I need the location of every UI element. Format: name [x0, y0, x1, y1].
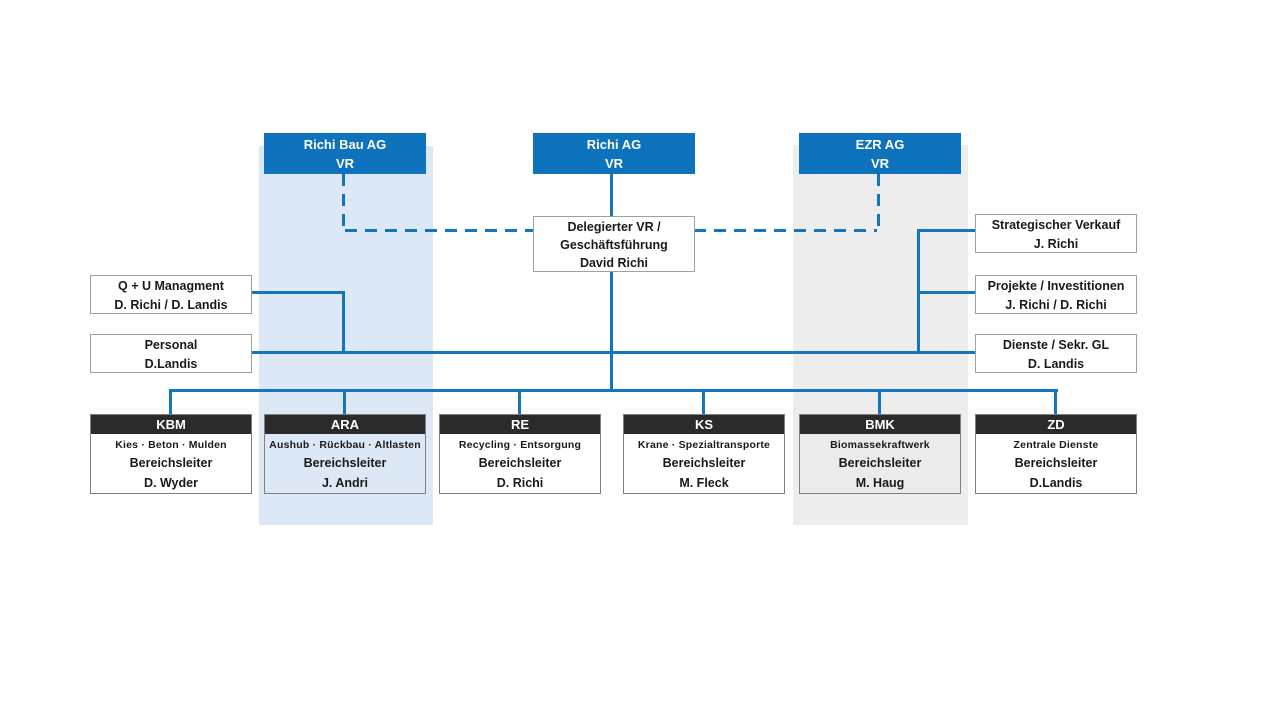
staff-box-title: Strategischer Verkauf [991, 218, 1121, 232]
staff-box-title: Projekte / Investitionen [987, 279, 1125, 293]
vr-box-title: Richi AG [586, 137, 642, 152]
staff-box-subtitle: J. Richi / D. Richi [1005, 297, 1107, 312]
dept-code: KBM [91, 415, 251, 434]
staff-box-projekte-investitionen: Projekte / Investitionen J. Richi / D. R… [975, 275, 1137, 314]
connector-qu-vertical [342, 291, 345, 353]
connector-stub-zd [1054, 391, 1057, 415]
dept-desc: Kies · Beton · Mulden [115, 439, 227, 451]
dept-name: M. Haug [855, 476, 905, 490]
staff-box-title: Q + U Managment [118, 279, 224, 293]
vr-box-richi-bau: Richi Bau AG VR [264, 133, 426, 174]
dept-desc: Krane · Spezialtransporte [637, 439, 771, 451]
staff-box-subtitle: D.Landis [144, 356, 198, 371]
ceo-line-2: Geschäftsführung [560, 238, 668, 252]
staff-box-subtitle: J. Richi [1033, 236, 1079, 251]
connector-personal-horizontal [252, 351, 975, 354]
connector-ceo-to-distribution [610, 271, 613, 391]
dept-role: Bereichsleiter [303, 456, 387, 470]
vr-box-ezr-ag: EZR AG VR [799, 133, 961, 174]
dept-name: M. Fleck [679, 476, 729, 490]
vr-box-title: EZR AG [855, 137, 905, 152]
staff-box-subtitle: D. Richi / D. Landis [114, 297, 228, 312]
vr-box-subtitle: VR [604, 156, 624, 171]
dept-desc: Biomassekraftwerk [830, 439, 930, 451]
staff-box-subtitle: D. Landis [1027, 356, 1085, 371]
dept-code: BMK [800, 415, 960, 434]
ceo-line-1: Delegierter VR / [567, 220, 661, 234]
staff-box-qu-management: Q + U Managment D. Richi / D. Landis [90, 275, 252, 314]
connector-stub-ks [702, 391, 705, 415]
connector-stub-re [518, 391, 521, 415]
connector-stub-bmk [878, 391, 881, 415]
connector-strategischer-branch [917, 229, 975, 232]
dept-box-zd: ZD Zentrale Dienste Bereichsleiter D.Lan… [975, 414, 1137, 494]
connector-dashed-ezr-vertical [877, 174, 880, 231]
staff-box-title: Personal [144, 338, 198, 352]
dept-box-bmk: BMK Biomassekraftwerk Bereichsleiter M. … [799, 414, 961, 494]
connector-stub-kbm [169, 391, 172, 415]
dept-name: J. Andri [321, 476, 369, 490]
connector-stub-ara [343, 391, 346, 415]
connector-dashed-ezr-horizontal [694, 229, 877, 232]
dept-code: RE [440, 415, 600, 434]
dept-code: ZD [976, 415, 1136, 434]
dept-name: D. Wyder [144, 476, 198, 490]
vr-box-subtitle: VR [870, 156, 890, 171]
dept-code: ARA [265, 415, 425, 434]
dept-desc: Aushub · Rückbau · Altlasten [269, 439, 421, 451]
connector-dashed-richibau-vertical [342, 174, 345, 231]
dept-box-re: RE Recycling · Entsorgung Bereichsleiter… [439, 414, 601, 494]
connector-distribution-horizontal [169, 389, 1058, 392]
staff-box-strategischer-verkauf: Strategischer Verkauf J. Richi [975, 214, 1137, 253]
staff-box-personal: Personal D.Landis [90, 334, 252, 373]
ceo-box: Delegierter VR / Geschäftsführung David … [533, 216, 695, 272]
connector-qu-horizontal [252, 291, 345, 294]
connector-dashed-richibau-horizontal [345, 229, 533, 232]
vr-box-subtitle: VR [335, 156, 355, 171]
dept-role: Bereichsleiter [129, 456, 213, 470]
dept-code: KS [624, 415, 784, 434]
dept-role: Bereichsleiter [662, 456, 746, 470]
connector-richiag-to-ceo [610, 174, 613, 217]
dept-role: Bereichsleiter [838, 456, 922, 470]
dept-desc: Recycling · Entsorgung [458, 439, 582, 451]
dept-desc: Zentrale Dienste [1013, 439, 1099, 451]
ceo-line-3: David Richi [579, 256, 649, 270]
dept-name: D.Landis [1029, 476, 1083, 490]
staff-box-title: Dienste / Sekr. GL [1002, 338, 1110, 352]
vr-box-title: Richi Bau AG [303, 137, 387, 152]
dept-role: Bereichsleiter [478, 456, 562, 470]
dept-box-ks: KS Krane · Spezialtransporte Bereichslei… [623, 414, 785, 494]
vr-box-richi-ag: Richi AG VR [533, 133, 695, 174]
connector-projekte-branch [917, 291, 975, 294]
dept-name: D. Richi [496, 476, 544, 490]
dept-role: Bereichsleiter [1014, 456, 1098, 470]
dept-box-kbm: KBM Kies · Beton · Mulden Bereichsleiter… [90, 414, 252, 494]
dept-box-ara: ARA Aushub · Rückbau · Altlasten Bereich… [264, 414, 426, 494]
staff-box-dienste-sekr-gl: Dienste / Sekr. GL D. Landis [975, 334, 1137, 373]
